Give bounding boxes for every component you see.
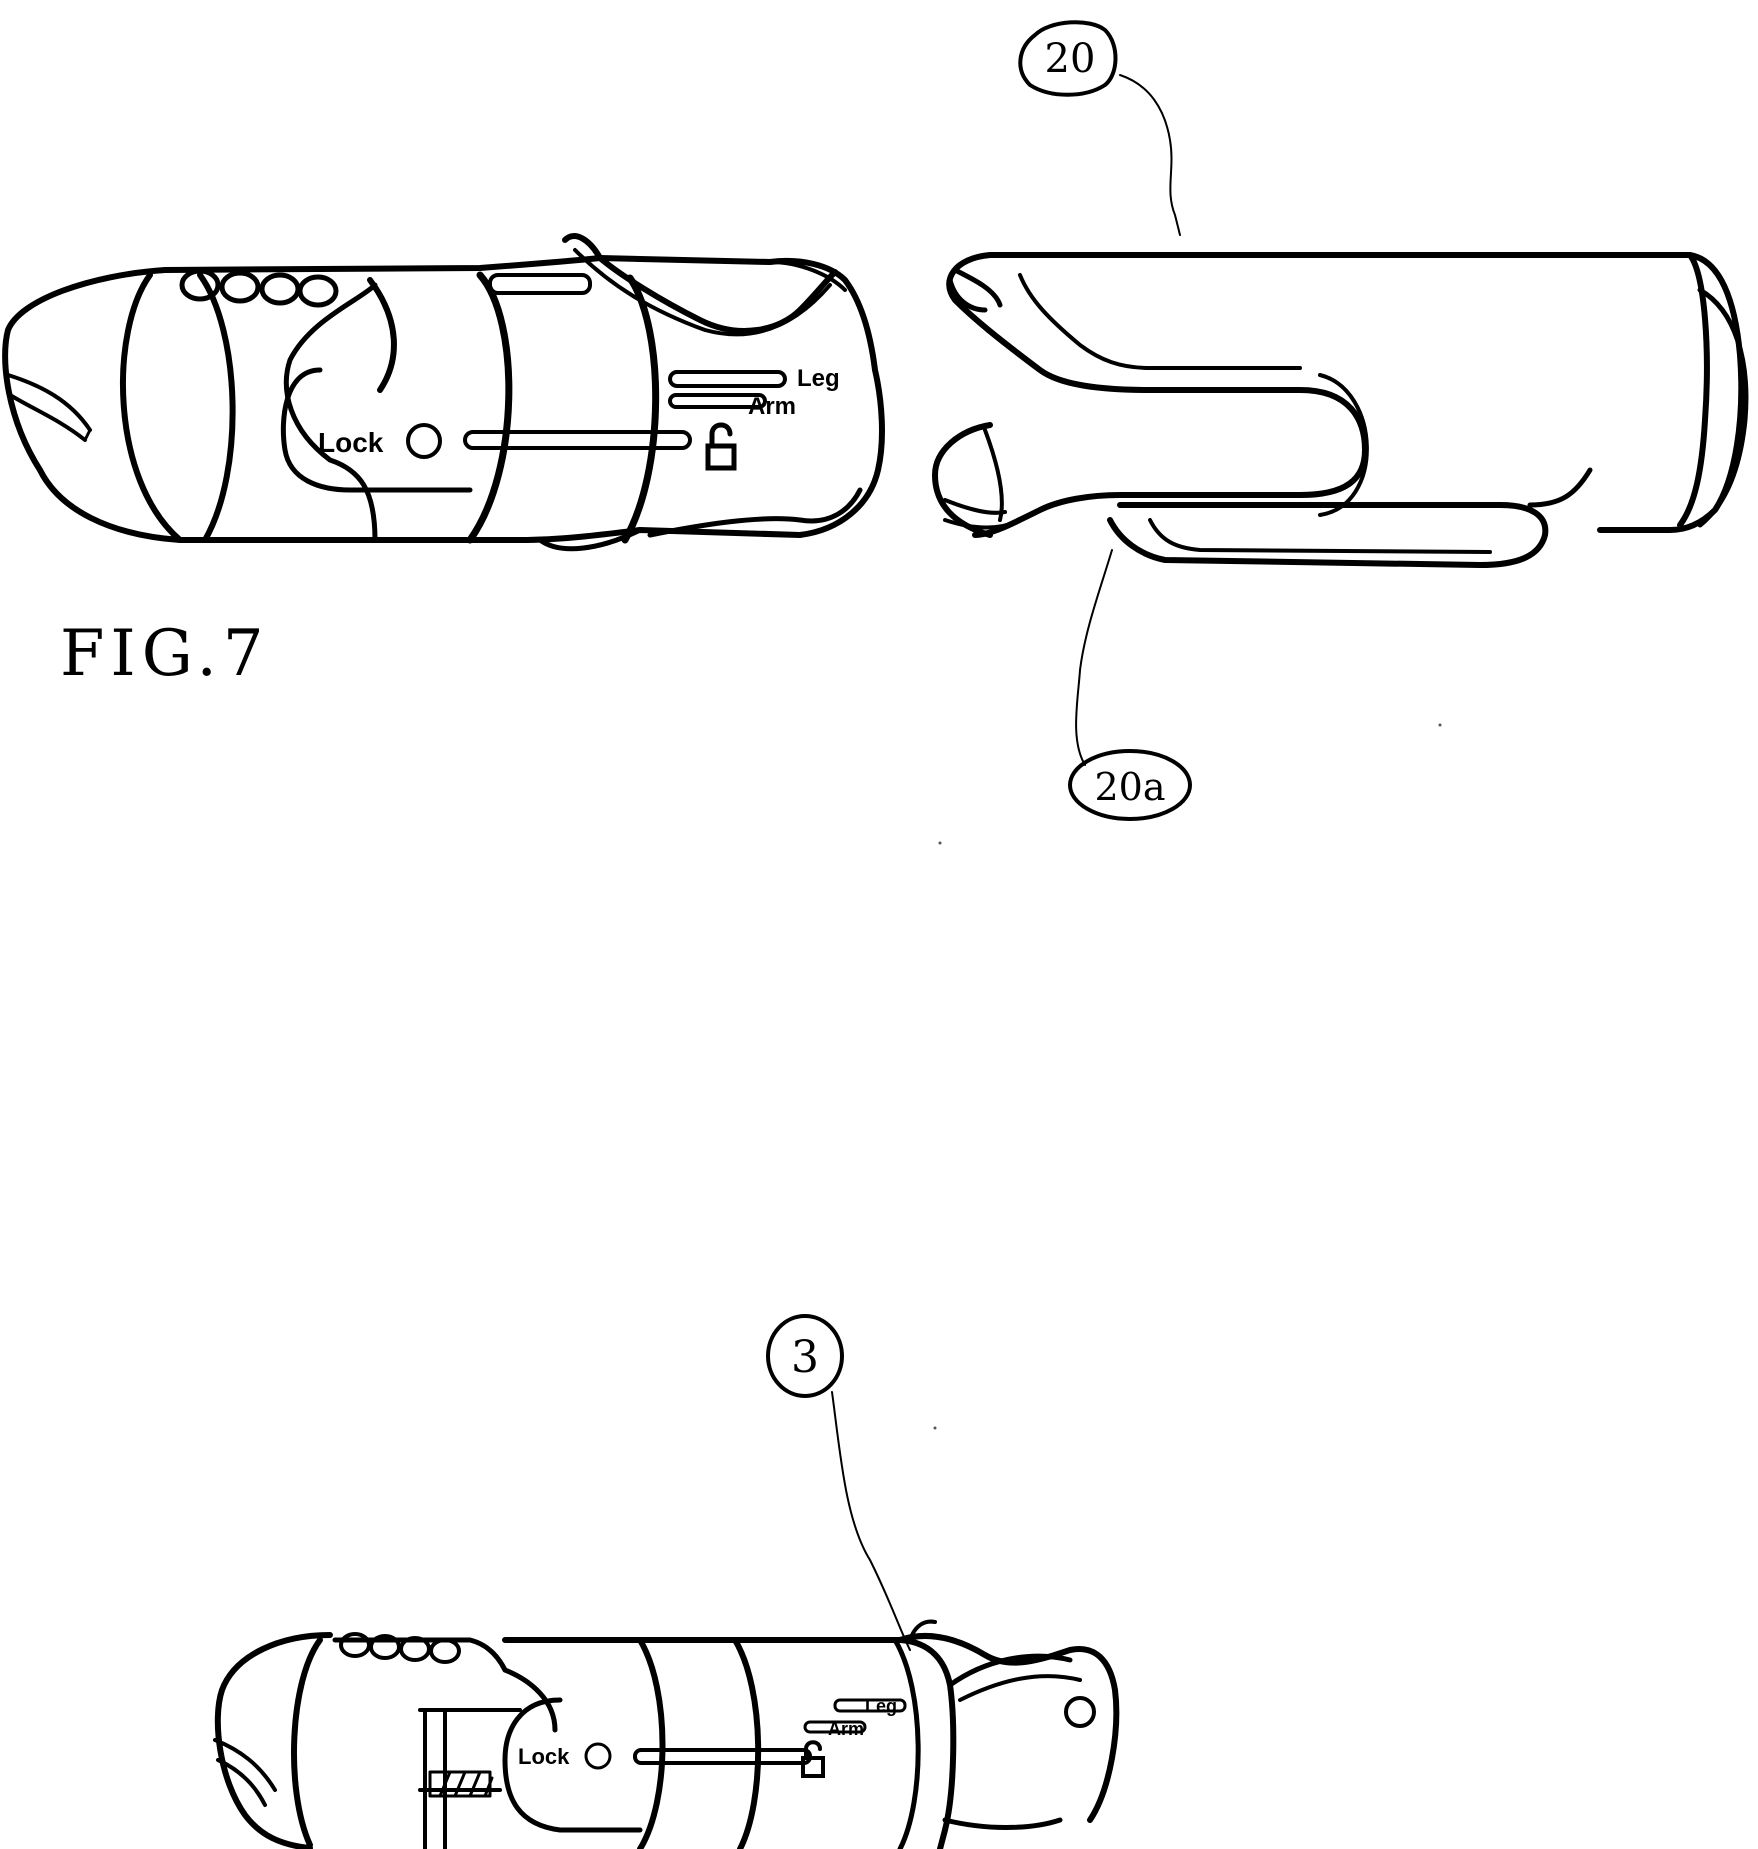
- injector-device-bottom: Lock Leg Arm 3: [215, 1316, 1116, 1849]
- leader-line-20: [1120, 75, 1180, 235]
- sleeve-part-20: 20 20a: [935, 22, 1746, 819]
- leader-line-20a: [1076, 550, 1112, 765]
- leg-label-top: Leg: [797, 365, 840, 392]
- figure-caption: FIG.7: [60, 617, 270, 691]
- callout-20: 20: [1020, 22, 1115, 95]
- callout-3: 3: [768, 1316, 842, 1396]
- leader-line-3: [832, 1392, 910, 1650]
- lock-label-top: Lock: [318, 427, 384, 458]
- arm-label-top: Arm: [748, 393, 796, 420]
- lock-open-icon: [803, 1742, 823, 1776]
- lock-open-icon: [708, 425, 734, 468]
- numeral-3: 3: [791, 1332, 819, 1383]
- lock-label-bottom: Lock: [518, 1744, 570, 1769]
- arm-label-bottom: Arm: [828, 1719, 864, 1739]
- hatched-shaft: [430, 1772, 492, 1796]
- leg-label-bottom: Leg: [865, 1696, 897, 1716]
- injector-device-top: Lock Leg Arm: [5, 236, 882, 549]
- numeral-20a: 20a: [1094, 765, 1165, 809]
- numeral-20: 20: [1045, 36, 1096, 82]
- callout-20a: 20a: [1070, 751, 1190, 819]
